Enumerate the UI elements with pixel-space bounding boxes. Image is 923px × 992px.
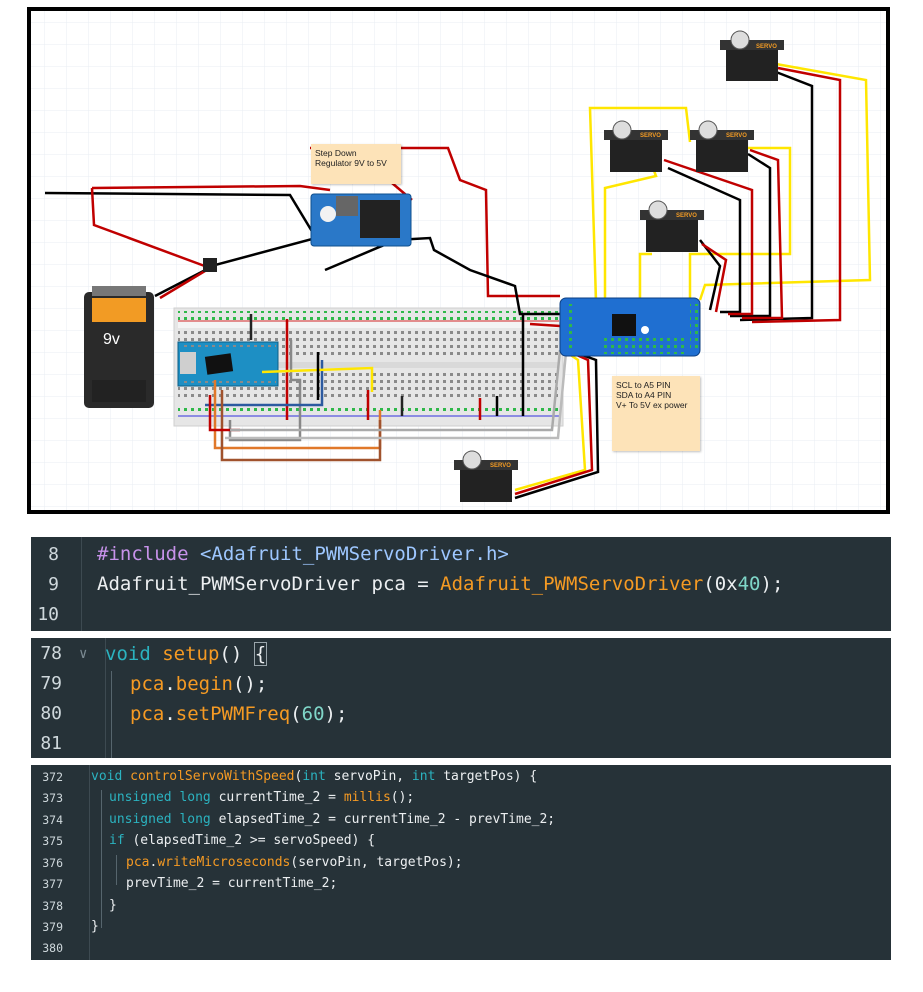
code-text: } (109, 898, 117, 913)
code-line: 79 pca.begin(); (31, 671, 267, 699)
line-number: 380 (42, 941, 63, 955)
line-number: 375 (42, 834, 63, 848)
code-text: } (91, 919, 99, 934)
circuit-canvas: SERVO SERVO SERVO SERVO SERVO (31, 11, 886, 510)
line-number: 373 (42, 791, 63, 805)
line-number: 377 (42, 877, 63, 891)
servo-middle-right (690, 120, 754, 172)
code-panel-control-servo: 372 void controlServoWithSpeed(int servo… (31, 765, 891, 960)
line-number: 9 (48, 574, 59, 595)
code-line: 81 (31, 731, 70, 758)
power-switch (203, 258, 217, 272)
wiring-note: SCL to A5 PIN SDA to A4 PIN V+ To 5V ex … (612, 376, 700, 451)
line-number: 376 (42, 856, 63, 870)
line-number: 8 (48, 544, 59, 565)
code-line: 376 pca.writeMicroseconds(servoPin, targ… (31, 853, 462, 874)
regulator-note-line: Regulator 9V to 5V (315, 158, 387, 168)
step-down-regulator (310, 193, 412, 247)
code-panel-include: 8 #include <Adafruit_PWMServoDriver.h> 9… (31, 537, 891, 631)
servo-label-3: SERVO (726, 133, 747, 139)
code-line: 377 prevTime_2 = currentTime_2; (31, 874, 337, 895)
code-line: 380 (31, 938, 70, 959)
code-line: 80 pca.setPWMFreq(60); (31, 701, 347, 729)
code-text: void controlServoWithSpeed(int servoPin,… (91, 769, 538, 784)
fold-chevron-icon[interactable]: ∨ (79, 646, 88, 662)
line-number: 10 (37, 604, 59, 625)
line-number: 379 (42, 920, 63, 934)
servo-top-right (720, 30, 784, 81)
wiring-note-line: SDA to A4 PIN (616, 390, 672, 400)
wiring-note-line: V+ To 5V ex power (616, 400, 688, 410)
code-line: 78 void setup() { (31, 641, 268, 669)
servo-center (640, 200, 704, 252)
regulator-note-line: Step Down (315, 148, 357, 158)
code-text: pca.begin(); (130, 673, 268, 695)
code-text: prevTime_2 = currentTime_2; (126, 876, 338, 891)
code-line: 375 if (elapsedTime_2 >= servoSpeed) { (31, 831, 375, 852)
wires (44, 62, 872, 500)
code-line: 9 Adafruit_PWMServoDriver pca = Adafruit… (31, 572, 783, 600)
code-line: 379 } (31, 917, 99, 938)
servo-label-4: SERVO (676, 213, 697, 219)
code-line: 372 void controlServoWithSpeed(int servo… (31, 767, 537, 788)
code-text: Adafruit_PWMServoDriver pca = Adafruit_P… (97, 573, 784, 595)
code-line: 8 #include <Adafruit_PWMServoDriver.h> (31, 542, 509, 570)
servo-bottom (454, 450, 518, 502)
line-number: 372 (42, 770, 63, 784)
code-line: 10 (31, 602, 70, 630)
battery-label: 9v (103, 331, 120, 348)
code-text: if (elapsedTime_2 >= servoSpeed) { (109, 833, 376, 848)
code-line: 374 unsigned long elapsedTime_2 = curren… (31, 810, 555, 831)
code-text: void setup() { (105, 642, 268, 666)
line-number: 374 (42, 813, 63, 827)
arduino-nano (177, 341, 279, 387)
line-number: 78 (40, 643, 62, 664)
code-text: #include <Adafruit_PWMServoDriver.h> (97, 543, 509, 565)
line-number: 79 (40, 673, 62, 694)
servo-middle-left (604, 120, 668, 172)
battery-9v (84, 286, 154, 408)
code-line: 373 unsigned long currentTime_2 = millis… (31, 788, 414, 809)
servo-label-2: SERVO (640, 133, 661, 139)
code-line: 378 } (31, 896, 117, 917)
code-text: pca.setPWMFreq(60); (130, 703, 348, 725)
regulator-note: Step Down Regulator 9V to 5V (311, 144, 401, 184)
circuit-diagram: SERVO SERVO SERVO SERVO SERVO Step Down … (27, 7, 890, 514)
code-panel-setup: ∨ 78 void setup() { 79 pca.begin(); 80 p… (31, 638, 891, 758)
code-text: pca.writeMicroseconds(servoPin, targetPo… (126, 855, 463, 870)
pca9685-board (559, 297, 701, 357)
line-number: 81 (40, 733, 62, 754)
code-text: unsigned long elapsedTime_2 = currentTim… (109, 812, 556, 827)
wiring-note-line: SCL to A5 PIN (616, 380, 671, 390)
code-text: unsigned long currentTime_2 = millis(); (109, 790, 415, 805)
line-number: 378 (42, 899, 63, 913)
servo-label-1: SERVO (756, 44, 777, 50)
servo-label-5: SERVO (490, 463, 511, 469)
line-number: 80 (40, 703, 62, 724)
